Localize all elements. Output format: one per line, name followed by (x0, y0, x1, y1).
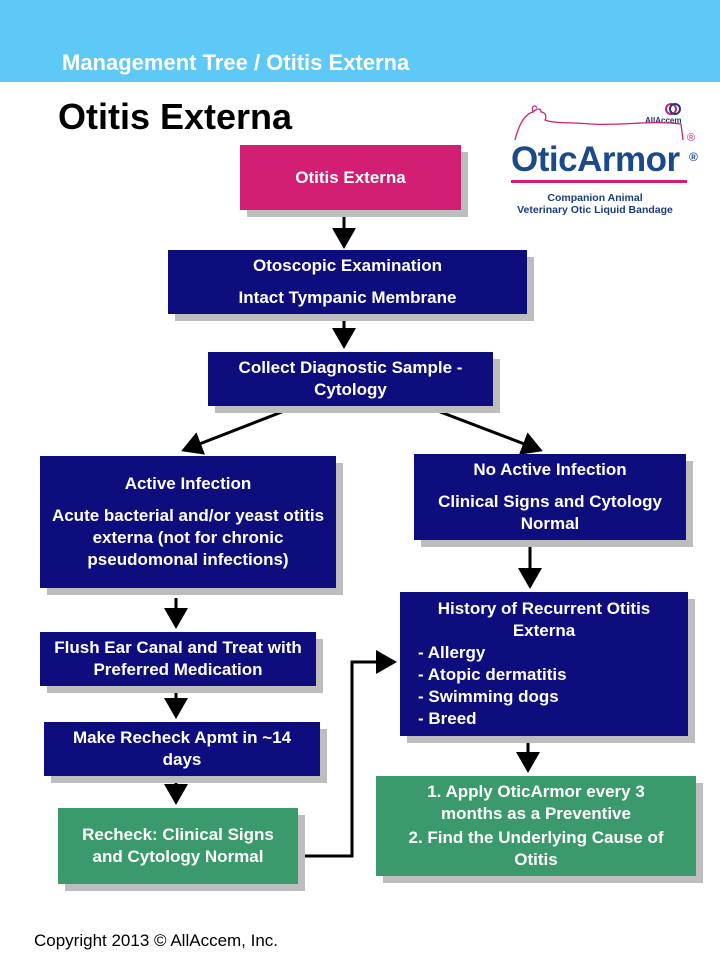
oticarmor-logo: AllAccem OticArmor ® ® Companion Animal … (505, 100, 705, 220)
pet-silhouette-icon (514, 105, 684, 141)
node-collect-sample: Collect Diagnostic Sample - Cytology (208, 352, 493, 406)
node-otoscopic-exam: Otoscopic Examination Intact Tympanic Me… (168, 250, 527, 314)
node-action1: 1. Apply OticArmor every 3 months as a P… (427, 782, 645, 823)
logo-company: AllAccem (645, 116, 682, 125)
logo-registered-mark: ® (687, 132, 696, 144)
node-no-active-title: No Active Infection (473, 460, 627, 479)
logo-registered-mark-2: ® (689, 150, 698, 164)
header-banner: Management Tree / Otitis Externa (0, 0, 720, 82)
logo-brand: OticArmor (511, 140, 680, 179)
node-collect-sample-label: Collect Diagnostic Sample - Cytology (238, 358, 463, 399)
node-apply-oticarmor: 1. Apply OticArmor every 3 months as a P… (376, 776, 696, 876)
page-title: Otitis Externa (58, 96, 293, 137)
history-item-allergy: - Allergy (418, 643, 486, 662)
node-history-title: History of Recurrent Otitis Externa (437, 599, 651, 640)
history-item-atopic: - Atopic dermatitis (418, 665, 567, 684)
history-item-swimming: - Swimming dogs (418, 687, 559, 706)
logo-subtitle-2: Veterinary Otic Liquid Bandage (517, 204, 673, 216)
footer-copyright: Copyright 2013 © AllAccem, Inc. (34, 931, 279, 950)
node-recheck-normal-label: Recheck: Clinical Signs and Cytology Nor… (82, 825, 274, 866)
node-exam-line2: Intact Tympanic Membrane (238, 288, 457, 307)
logo-underline (511, 180, 687, 183)
arrow-sample-to-noactive (429, 406, 543, 455)
node-otitis-externa: Otitis Externa (240, 145, 461, 210)
node-active-desc: Acute bacterial and/or yeast otitis exte… (51, 506, 325, 569)
allaccem-mark-icon (665, 103, 681, 115)
node-active-infection: Active Infection Acute bacterial and/or … (40, 456, 336, 588)
node-no-active-desc: Clinical Signs and Cytology Normal (438, 492, 662, 533)
node-recheck-appointment: Make Recheck Apmt in ~14 days (44, 722, 320, 776)
arrow-recheck-to-history (298, 650, 397, 858)
node-recheck-apmt-label: Make Recheck Apmt in ~14 days (72, 728, 292, 769)
history-item-breed: - Breed (418, 709, 477, 728)
node-otitis-externa-label: Otitis Externa (295, 167, 406, 187)
node-flush-label: Flush Ear Canal and Treat with Preferred… (54, 638, 302, 679)
node-exam-line1: Otoscopic Examination (253, 256, 442, 275)
logo-subtitle-1: Companion Animal (547, 192, 643, 204)
node-flush-ear: Flush Ear Canal and Treat with Preferred… (40, 632, 316, 686)
node-history-recurrent: History of Recurrent Otitis Externa - Al… (400, 592, 688, 736)
node-recheck-normal: Recheck: Clinical Signs and Cytology Nor… (58, 808, 298, 884)
arrow-sample-to-active (181, 406, 293, 455)
node-action2: 2. Find the Underlying Cause of Otitis (408, 828, 664, 869)
node-active-title: Active Infection (124, 474, 252, 493)
history-list: - Allergy - Atopic dermatitis - Swimming… (408, 642, 567, 730)
node-no-active-infection: No Active Infection Clinical Signs and C… (414, 454, 686, 540)
banner-title: Management Tree / Otitis Externa (62, 50, 410, 75)
